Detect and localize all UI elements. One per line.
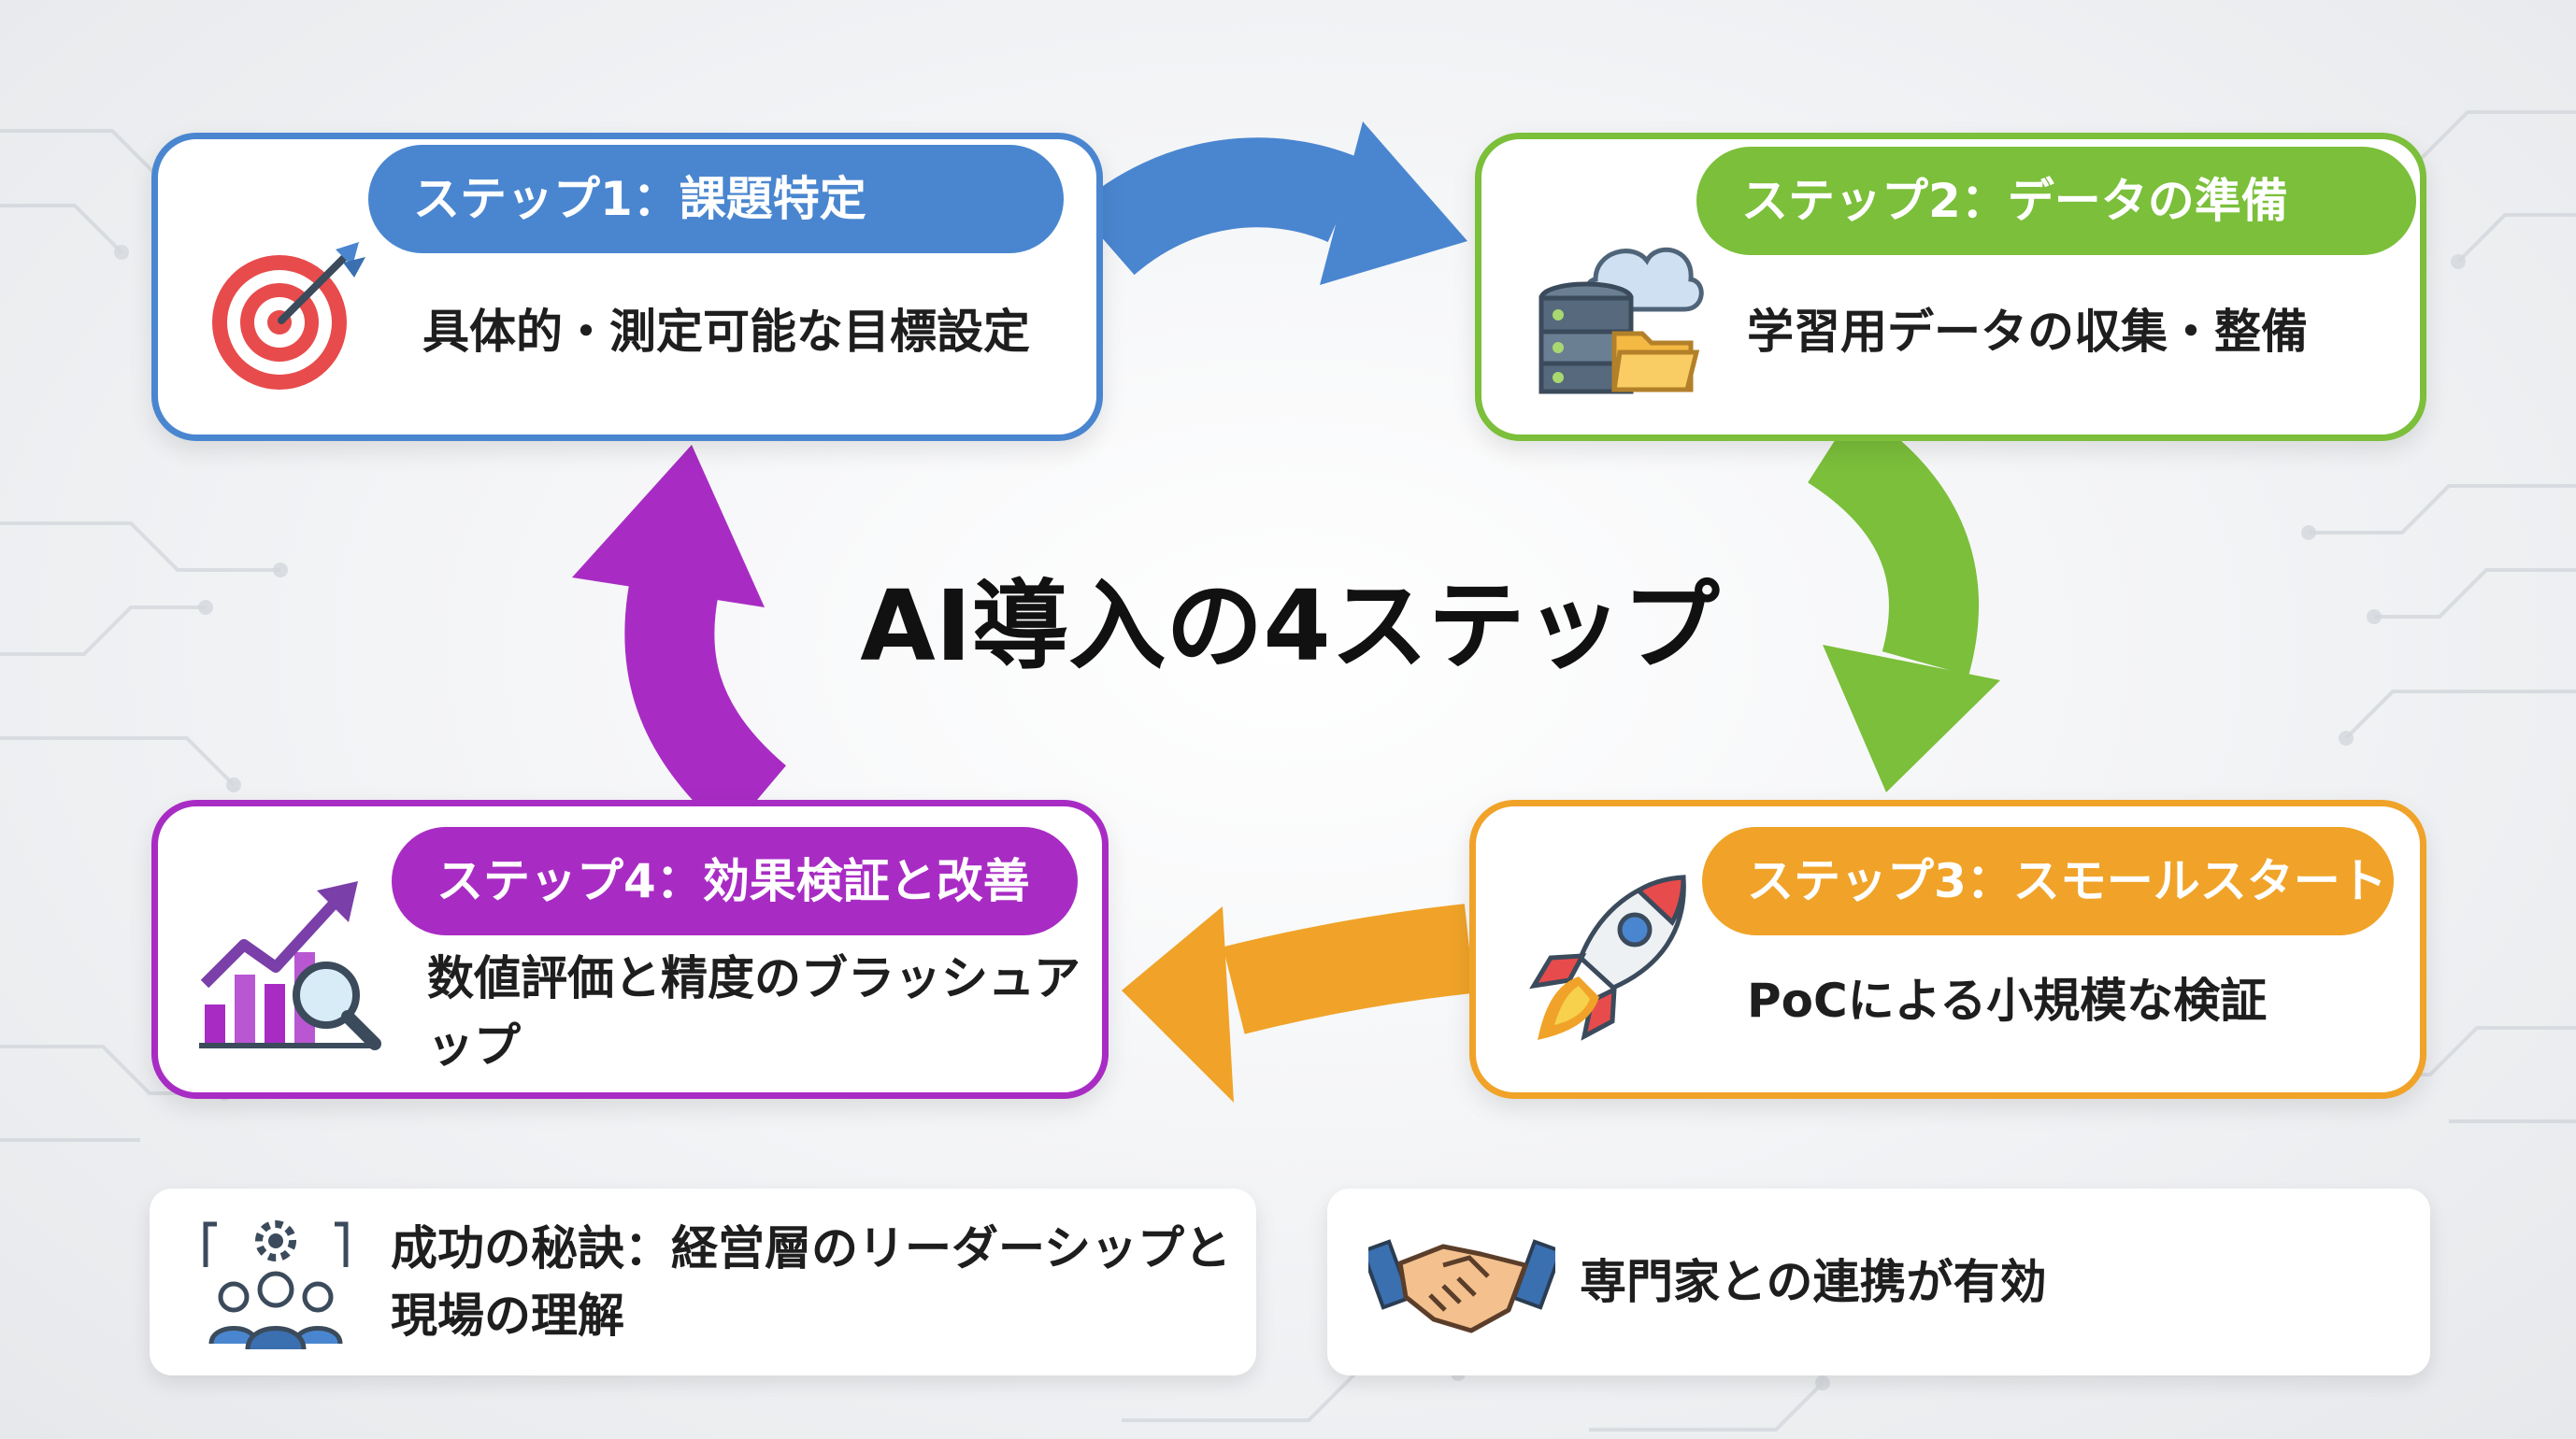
step-2-description: 学習用データの収集・整備 [1747,305,2308,359]
growth-chart-magnifier-icon [199,881,381,1050]
step-3-description: PoCによる小規模な検証 [1747,974,2268,1028]
arrow-step3-to-step4 [1122,904,1475,1103]
arrow-step4-to-step1 [572,445,787,834]
step-2-label: ステップ2：データの準備 [1696,147,2416,255]
step-4-label: ステップ4：効果検証と改善 [392,827,1078,935]
step-3-label: ステップ3：スモールスタート [1702,827,2394,935]
step-card-1: ステップ1：課題特定 具体的・測定可能な目標設定 [151,133,1103,441]
tip-text-expert: 専門家との連携が有効 [1580,1255,2047,1309]
handshake-icon [1368,1239,1555,1333]
rocket-icon [1529,875,1686,1041]
tip-card-leadership: 成功の秘訣：経営層のリーダーシップと現場の理解 [150,1189,1256,1375]
target-icon [212,242,365,390]
step-1-label: ステップ1：課題特定 [368,145,1064,253]
step-4-description: 数値評価と精度のブラッシュアップ [427,951,1080,1073]
diagram-title: AI導入の4ステップ [860,569,1720,683]
team-gear-icon [203,1220,349,1350]
tip-text-leadership: 成功の秘訣：経営層のリーダーシップと現場の理解 [391,1221,1231,1343]
database-cloud-icon [1538,247,1704,394]
arrow-step1-to-step2 [1075,121,1467,285]
step-card-4: ステップ4：効果検証と改善 数値評価と精度のブラッシュアップ [151,800,1109,1099]
tip-card-expert: 専門家との連携が有効 [1327,1189,2430,1375]
step-card-2: ステップ2：データの準備 学習用データの収集・整備 [1475,133,2426,441]
arrow-step2-to-step3 [1807,406,2000,792]
step-1-description: 具体的・測定可能な目標設定 [422,305,1030,359]
step-card-3: ステップ3：スモールスタート PoCによる小規模な検証 [1469,800,2426,1099]
